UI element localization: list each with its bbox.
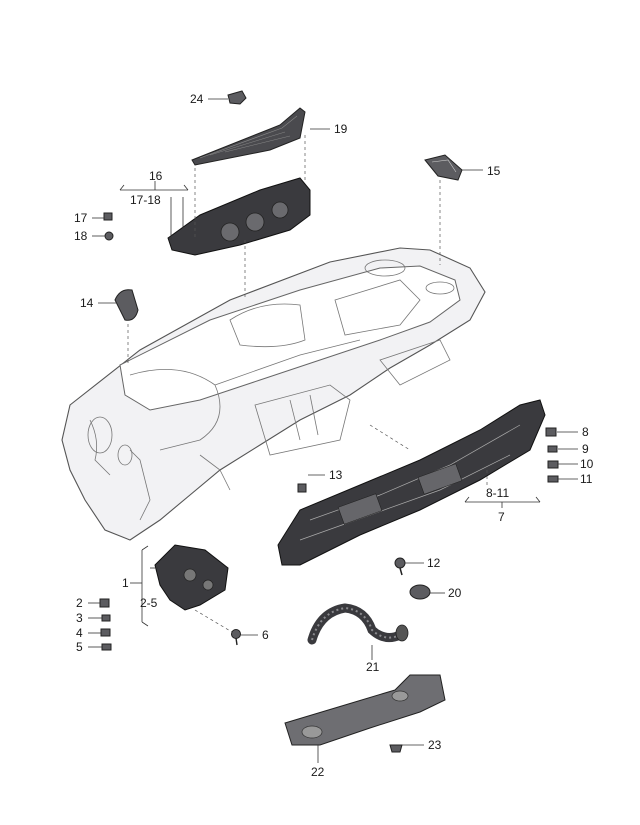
part-20-grommet[interactable]: [409, 584, 431, 600]
part-7-cross-member[interactable]: [277, 399, 546, 566]
callout-23: 23: [428, 738, 442, 752]
part-3-fastener[interactable]: [101, 614, 111, 622]
callout-9: 9: [582, 442, 589, 456]
part-18-fastener[interactable]: [104, 231, 114, 241]
part-16-instrument-frame[interactable]: [167, 177, 311, 256]
callout-22: 22: [311, 765, 325, 779]
part-4-fastener[interactable]: [100, 628, 111, 637]
part-17-fastener[interactable]: [103, 212, 113, 221]
part-2-fastener[interactable]: [99, 598, 110, 608]
part-14-side-vent[interactable]: [114, 289, 139, 321]
callout-2-5: 2-5: [140, 596, 158, 610]
dashboard-body[interactable]: [61, 247, 486, 541]
callout-15: 15: [487, 164, 501, 178]
callout-17-18: 17-18: [130, 193, 161, 207]
callout-19: 19: [334, 122, 348, 136]
part-15-vent[interactable]: [424, 154, 463, 181]
callout-24: 24: [190, 92, 204, 106]
callout-2: 2: [76, 596, 83, 610]
part-5-fastener[interactable]: [101, 643, 112, 651]
part-19-trim-panel[interactable]: [191, 107, 306, 166]
callout-8: 8: [582, 425, 589, 439]
part-12-screw[interactable]: [394, 557, 406, 576]
callout-13: 13: [329, 468, 343, 482]
callout-10: 10: [580, 457, 594, 471]
part-22-insulation-panel[interactable]: [284, 674, 446, 746]
callout-17: 17: [74, 211, 88, 225]
callout-12: 12: [427, 556, 441, 570]
callout-11: 11: [580, 472, 593, 486]
callout-18: 18: [74, 229, 88, 243]
callout-14: 14: [80, 296, 94, 310]
part-23-clip[interactable]: [389, 744, 403, 753]
part-11-fastener[interactable]: [547, 475, 559, 483]
callout-1: 1: [122, 576, 129, 590]
callout-3: 3: [76, 611, 83, 625]
callout-6: 6: [262, 628, 269, 642]
part-10-fastener[interactable]: [547, 460, 559, 469]
part-1-bracket[interactable]: [154, 544, 229, 611]
callout-4: 4: [76, 626, 83, 640]
callout-21: 21: [366, 660, 380, 674]
callout-20: 20: [448, 586, 462, 600]
leader-lines: [88, 98, 578, 763]
part-8-fastener[interactable]: [545, 427, 557, 437]
part-13-clip[interactable]: [297, 483, 307, 493]
callout-5: 5: [76, 640, 83, 654]
part-6-screw[interactable]: [231, 629, 241, 646]
callout-7: 7: [498, 510, 505, 524]
part-9-fastener[interactable]: [547, 445, 558, 453]
part-24-clip[interactable]: [227, 90, 247, 105]
part-21-hose[interactable]: [307, 603, 409, 645]
callout-labels: 24 19 16 17-18 17 18 14 15 13 8 9 10 11 …: [74, 92, 594, 779]
callout-8-11: 8-11: [486, 486, 509, 500]
callout-16: 16: [149, 169, 163, 183]
